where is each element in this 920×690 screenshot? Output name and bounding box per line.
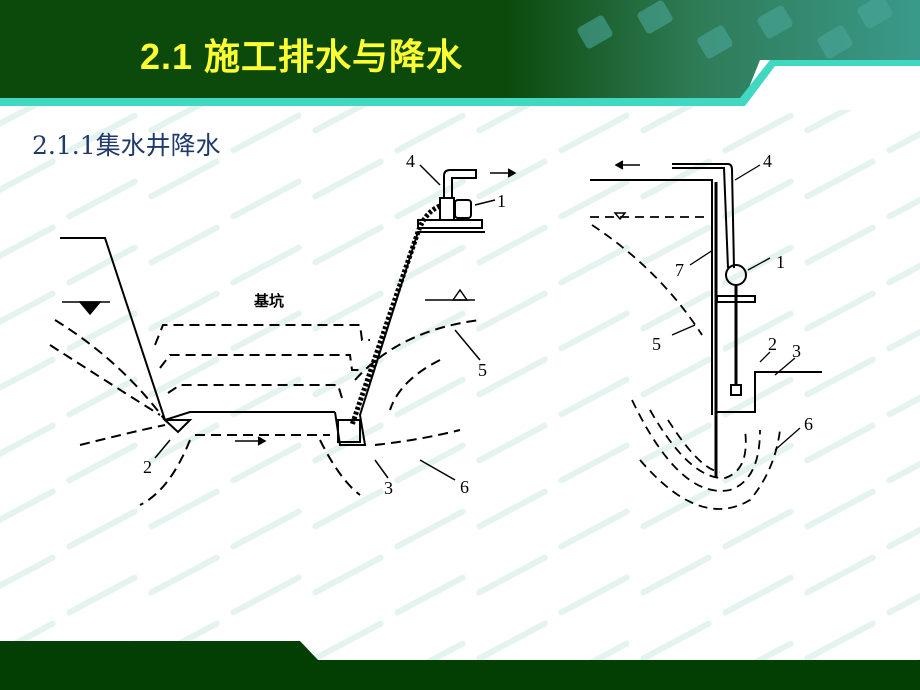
discharge-pipe-4 xyxy=(672,163,735,269)
flow-arrow-icon xyxy=(490,168,517,178)
label-2: 2 xyxy=(143,457,152,477)
suction-head-2 xyxy=(730,384,742,396)
phreatic-line-5 xyxy=(54,319,481,421)
label-5: 5 xyxy=(478,360,487,380)
label-6: 6 xyxy=(460,477,469,497)
flow-line-6 xyxy=(631,399,781,510)
label-2: 2 xyxy=(768,334,777,354)
header-banner xyxy=(0,0,920,110)
pump-motor xyxy=(454,199,472,219)
pump-1 xyxy=(725,264,747,286)
discharge-pipe-4 xyxy=(443,169,477,198)
label-4: 4 xyxy=(763,151,772,171)
section-heading: 2.1.1集水井降水 xyxy=(32,131,221,160)
footer-banner xyxy=(0,641,920,690)
keyboard-keys-decoration xyxy=(577,0,893,59)
ground-surface xyxy=(590,179,713,415)
label-4: 4 xyxy=(406,151,415,171)
right-slope xyxy=(334,231,485,446)
label-1: 1 xyxy=(497,191,506,211)
sump-3 xyxy=(337,419,361,443)
sump-2 xyxy=(162,419,193,434)
flow-arrow-icon xyxy=(235,436,267,446)
label-3: 3 xyxy=(792,341,801,361)
label-5: 5 xyxy=(652,334,661,354)
label-1: 1 xyxy=(776,252,785,272)
label-7: 7 xyxy=(675,260,684,280)
pit-label: 基坑 xyxy=(253,292,284,310)
phreatic-line-5 xyxy=(591,224,703,336)
suction-hose xyxy=(349,203,442,426)
flow-line-6 xyxy=(49,344,461,506)
label-3: 3 xyxy=(384,478,393,498)
step-ground-3 xyxy=(716,371,822,413)
label-6: 6 xyxy=(804,414,813,434)
flow-arrow-icon xyxy=(614,160,640,170)
slide-title: 2.1 施工排水与降水 xyxy=(140,36,464,77)
